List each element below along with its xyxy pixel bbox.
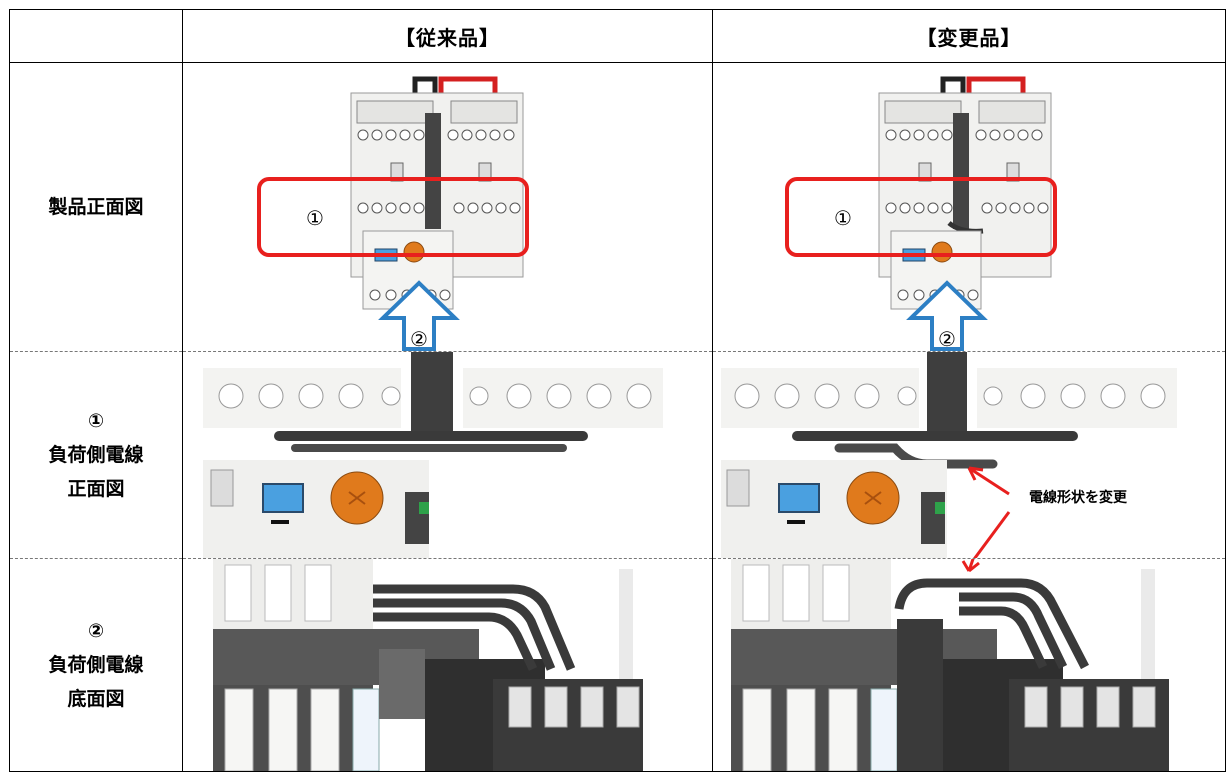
load-front-line2: 正面図 [67,478,125,500]
cell-conventional-load-bottom [182,558,713,772]
cell-changed-load-bottom [712,558,1226,772]
bottom-view-arrow-changed [906,280,988,351]
bottom-view-arrow-conventional [378,280,460,351]
load-bottom-line1: 負荷側電線 [48,654,144,676]
header-row: 【従来品】 【変更品】 [9,9,1226,63]
wire-bottom-image-changed [731,559,1169,771]
marker-1-changed: ① [834,206,852,230]
header-conventional: 【従来品】 [182,9,713,63]
front-view-label: 製品正面図 [48,196,144,218]
contactor-front-image-conventional: ① ② [257,76,529,351]
cell-changed-front: ① ② [712,62,1226,352]
wire-front-image-conventional [203,352,663,558]
cell-conventional-load-front [182,351,713,559]
comparison-table: 【従来品】 【変更品】 製品正面図 [9,9,1226,772]
load-front-line1: 負荷側電線 [48,444,144,466]
load-bottom-number: ② [87,620,105,642]
marker-1-conventional: ① [306,206,324,230]
load-bottom-line2: 底面図 [67,688,125,710]
row-front-view: 製品正面図 [9,62,1226,352]
contactor-front-image-changed: ① ② [785,76,1057,351]
marker-2-conventional: ② [410,327,428,351]
header-blank [9,9,183,63]
row-load-bottom: ② 負荷側電線 底面図 [9,558,1226,772]
wire-front-image-changed: 電線形状を変更 [721,352,1177,558]
header-changed: 【変更品】 [712,9,1226,63]
row-label-front-view: 製品正面図 [9,62,183,352]
row-label-load-bottom: ② 負荷側電線 底面図 [9,558,183,772]
wire-bottom-image-conventional [213,559,643,771]
row-load-front: ① 負荷側電線 正面図 [9,351,1226,559]
marker-2-changed: ② [938,327,956,351]
row-label-load-front: ① 負荷側電線 正面図 [9,351,183,559]
load-front-number: ① [87,410,105,432]
cell-conventional-front: ① ② [182,62,713,352]
cell-changed-load-front: 電線形状を変更 [712,351,1226,559]
annotation-wire-shape-changed: 電線形状を変更 [1029,489,1128,506]
